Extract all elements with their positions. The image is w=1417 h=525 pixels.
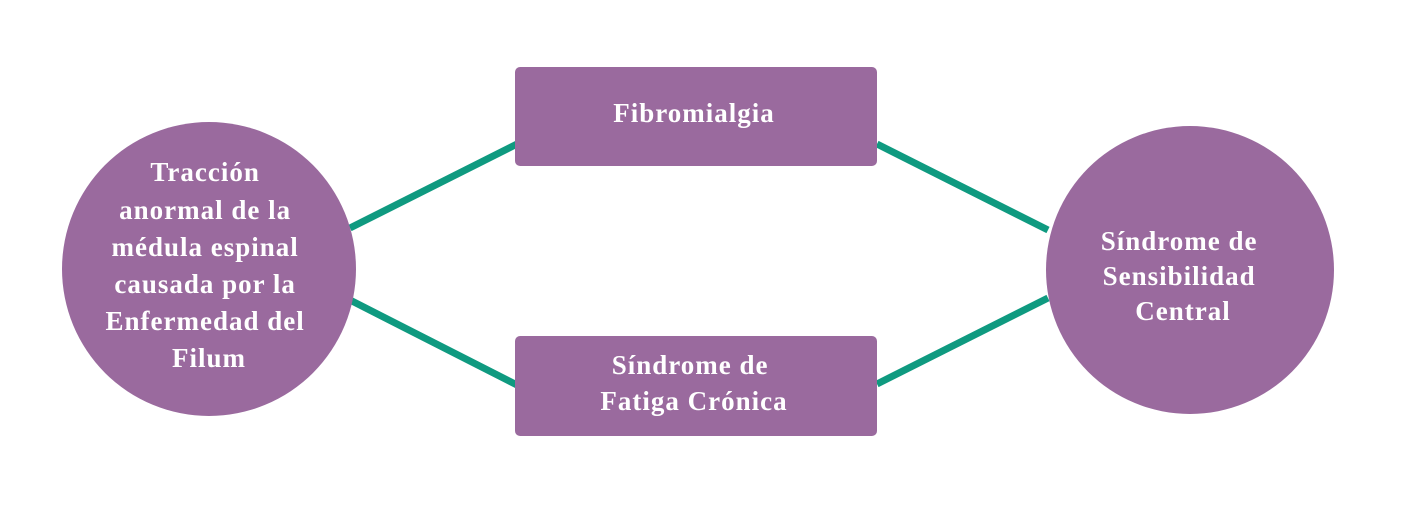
bottom-box-shape [515, 336, 877, 436]
top-box-shape [515, 67, 877, 166]
bottom-box-label: Síndrome de Fatiga Crónica [600, 350, 787, 416]
left-circle-line: anormal de la [119, 195, 291, 225]
connector-left-to-bottom [348, 296, 519, 389]
right-circle-label: Síndrome de Sensibilidad Central [1101, 226, 1266, 326]
connector-bottom-to-right [875, 294, 1050, 388]
connector-left-to-top [348, 140, 519, 232]
node-filum-traction: Tracción anormal de la médula espinal ca… [62, 122, 356, 416]
left-circle-label: Tracción anormal de la médula espinal ca… [106, 157, 313, 373]
connector-top-to-right [875, 140, 1050, 234]
left-circle-line: causada por la [114, 269, 296, 299]
left-circle-line: médula espinal [111, 232, 298, 262]
left-circle-line: Tracción [150, 157, 259, 187]
left-circle-line: Enfermedad del [106, 306, 305, 336]
right-circle-line: Sensibilidad [1103, 261, 1256, 291]
left-circle-line: Filum [172, 343, 246, 373]
left-circle-shape [62, 122, 356, 416]
top-box-label: Fibromialgia [613, 98, 775, 128]
node-central-sensitivity: Síndrome de Sensibilidad Central [1046, 126, 1334, 414]
node-fibromyalgia: Fibromialgia [515, 67, 877, 166]
right-circle-shape [1046, 126, 1334, 414]
top-box-line: Fibromialgia [613, 98, 775, 128]
bottom-box-line: Síndrome de [612, 350, 769, 380]
node-chronic-fatigue: Síndrome de Fatiga Crónica [515, 336, 877, 436]
right-circle-line: Central [1135, 296, 1230, 326]
bottom-box-line: Fatiga Crónica [600, 386, 787, 416]
right-circle-line: Síndrome de [1101, 226, 1258, 256]
